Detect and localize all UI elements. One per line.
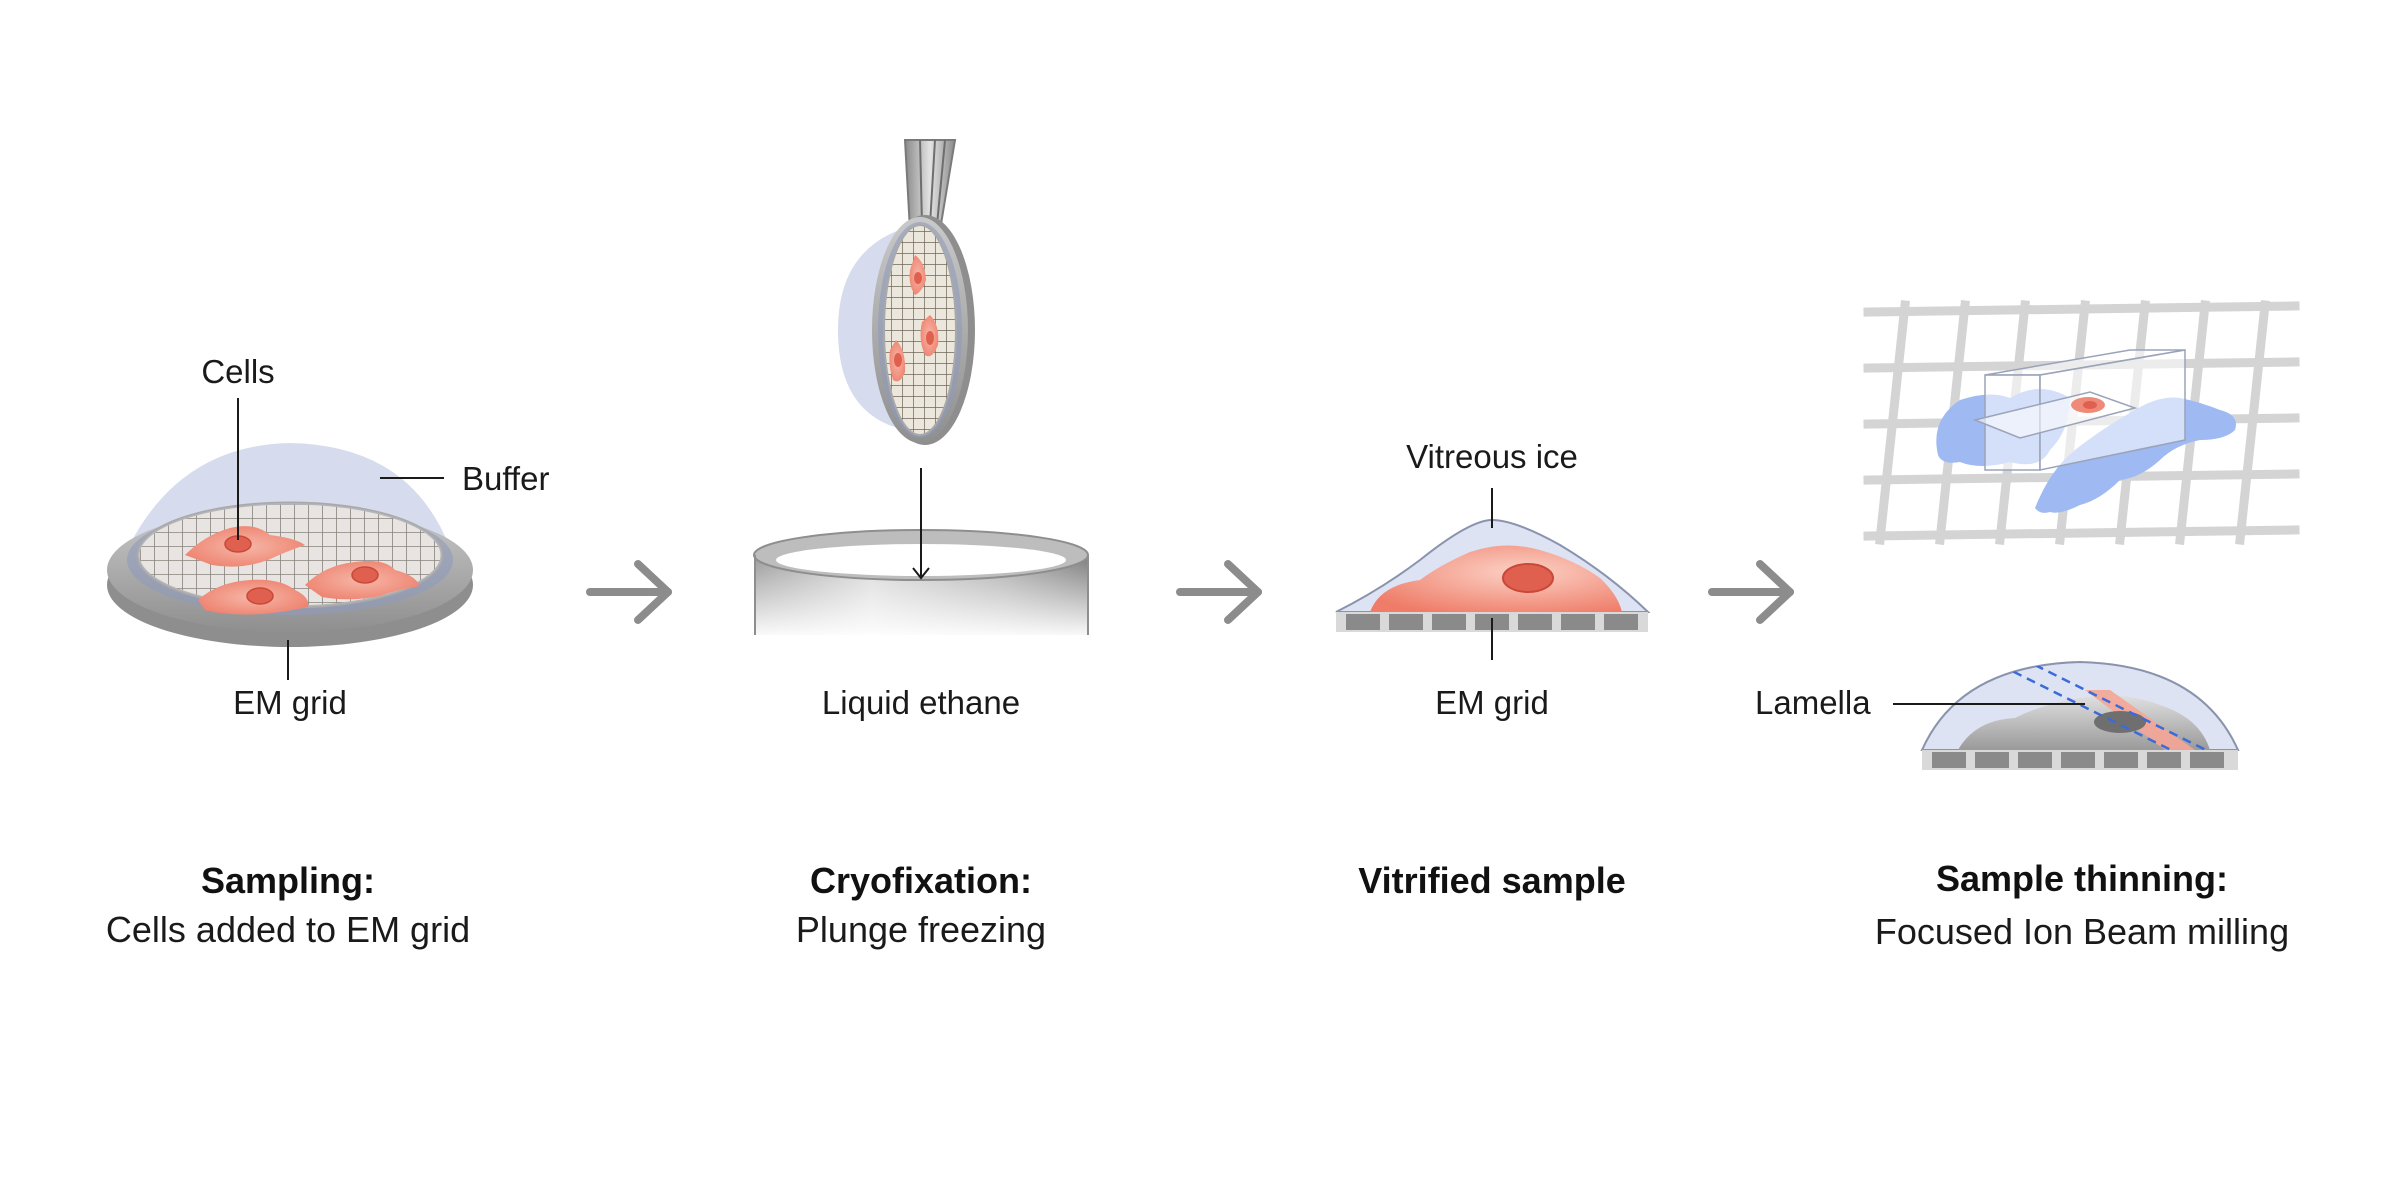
arrow-right-icon	[1708, 560, 1794, 624]
arrow-right-icon	[1176, 560, 1262, 624]
step-title-thinning: Sample thinning:	[1936, 858, 2228, 899]
plunge-arrow-icon	[912, 468, 930, 580]
label-em-grid: EM grid	[233, 684, 347, 721]
label-liquid-ethane: Liquid ethane	[822, 684, 1020, 721]
vitrified-cell	[1370, 545, 1622, 612]
nucleus	[1502, 563, 1554, 593]
label-lamella: Lamella	[1755, 684, 1871, 721]
cell-2	[305, 561, 420, 600]
tweezers-with-grid	[838, 139, 975, 445]
arrow-right-icon	[586, 560, 672, 624]
step-subtitle-sampling: Cells added to EM grid	[106, 909, 470, 950]
step-subtitle-thinning: Focused Ion Beam milling	[1875, 911, 2289, 952]
cell-1	[185, 526, 305, 567]
label-cells: Cells	[201, 353, 274, 390]
step-title-sampling: Sampling:	[201, 860, 375, 901]
em-grid-illustration	[107, 398, 473, 680]
milling-box	[1972, 349, 2186, 471]
step-cryofixation: Liquid ethane Cryofixation: Plunge freez…	[753, 139, 1089, 950]
cell-3	[198, 579, 309, 615]
vitrified-sample-illustration	[1335, 488, 1651, 660]
step-title-vitrified: Vitrified sample	[1358, 860, 1625, 901]
step-subtitle-cryofixation: Plunge freezing	[796, 909, 1046, 950]
grid-bars	[1346, 614, 1638, 630]
lamella-cross-section	[1893, 660, 2240, 770]
step-sample-thinning: Lamella Sample thinning: Focused Ion Bea…	[1755, 300, 2300, 952]
label-em-grid-2: EM grid	[1435, 684, 1549, 721]
fib-milling-perspective	[1863, 300, 2300, 545]
step-title-cryofixation: Cryofixation:	[810, 860, 1032, 901]
label-buffer: Buffer	[462, 460, 549, 497]
step-sampling: Cells Buffer EM grid Sampling: Cells add…	[106, 353, 550, 950]
label-vitreous-ice: Vitreous ice	[1406, 438, 1578, 475]
step-vitrified-sample: Vitreous ice EM grid Vitrified sample	[1335, 438, 1651, 901]
